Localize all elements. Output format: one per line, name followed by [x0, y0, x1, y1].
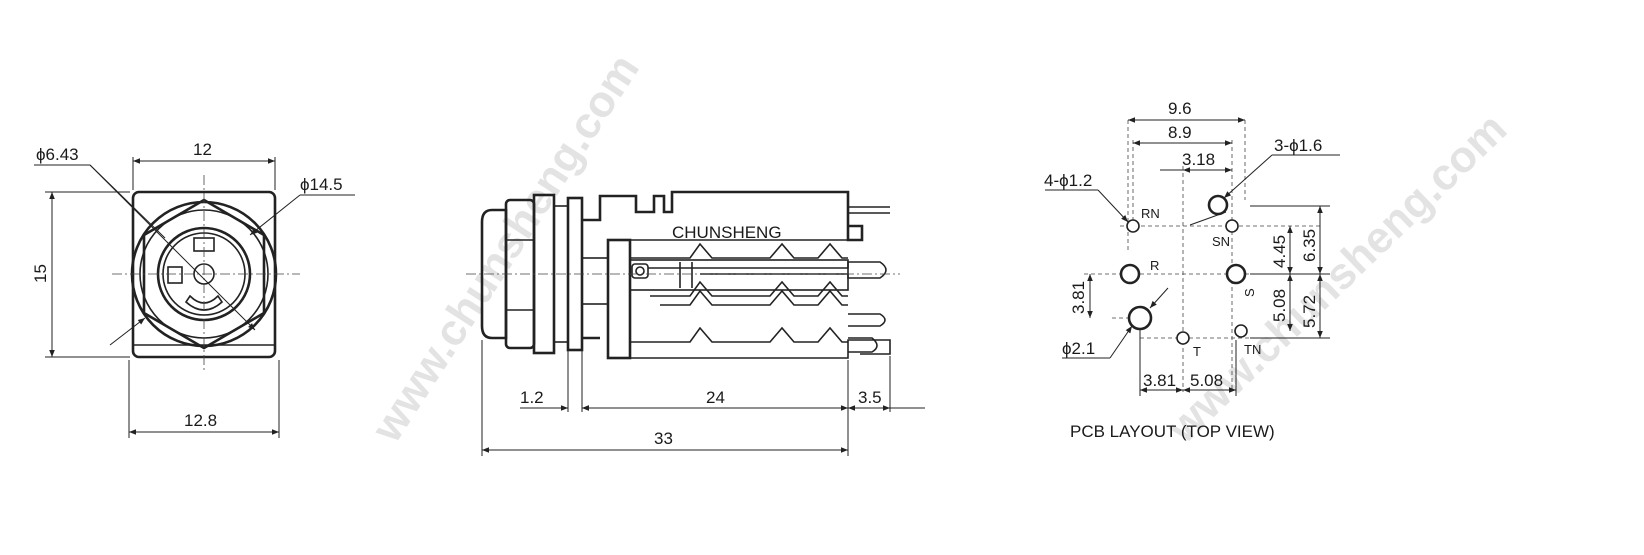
dim-h-508: 5.08: [1190, 371, 1223, 390]
pcb-layout: 9.6 8.9 3.18 3-ϕ1.6 4-ϕ1.2 ϕ2.1 RN SN R …: [1044, 99, 1340, 441]
front-view: ϕ6.43 12 ϕ14.5 15 12.8: [31, 140, 355, 438]
hole-large-1: [1207, 194, 1229, 216]
pin-label-s: S: [1242, 288, 1257, 297]
hole-r: [1119, 263, 1141, 285]
pin-label-r: R: [1150, 258, 1159, 273]
dim-phi-big: ϕ2.1: [1062, 339, 1095, 358]
pin-label-t: T: [1193, 344, 1201, 359]
pcb-caption: PCB LAYOUT (TOP VIEW): [1070, 422, 1275, 441]
dim-phi-inner: ϕ6.43: [36, 145, 79, 164]
side-body-top: [582, 190, 864, 242]
dim-w-outer: 9.6: [1168, 99, 1192, 118]
dim-v-572: 5.72: [1300, 295, 1319, 328]
dim-total: 33: [654, 429, 673, 448]
dim-body: 24: [706, 388, 725, 407]
hole-tn: [1234, 324, 1248, 338]
dim-v-381: 3.81: [1069, 281, 1088, 314]
dim-sn-offset: 3.18: [1182, 150, 1215, 169]
dim-flange: 1.2: [520, 388, 544, 407]
side-nut-face: [480, 208, 508, 340]
holes-small-label: 4-ϕ1.2: [1044, 171, 1092, 190]
pin-label-tn: TN: [1244, 342, 1261, 357]
pin-label-rn: RN: [1141, 206, 1160, 221]
pin-label-sn: SN: [1212, 234, 1230, 249]
dim-v-445: 4.45: [1270, 235, 1289, 268]
dim-v-635: 6.35: [1300, 229, 1319, 262]
brand-label: CHUNSHENG: [672, 223, 782, 242]
hole-t: [1176, 331, 1190, 345]
holes-large-label: 3-ϕ1.6: [1274, 136, 1322, 155]
dim-height: 15: [31, 264, 50, 283]
dim-w-inner: 8.9: [1168, 123, 1192, 142]
dim-width-top: 12: [193, 140, 212, 159]
side-view: CHUNSHENG 1.2 24 3.5 33: [466, 190, 925, 456]
hole-s: [1225, 263, 1247, 285]
hole-large-big: [1127, 305, 1153, 331]
dim-width-bottom: 12.8: [184, 411, 217, 430]
dim-pin: 3.5: [858, 388, 882, 407]
dim-h-381: 3.81: [1143, 371, 1176, 390]
dim-v-508: 5.08: [1270, 289, 1289, 322]
hole-sn: [1225, 219, 1239, 233]
hole-rn: [1126, 219, 1140, 233]
dim-phi-outer: ϕ14.5: [300, 175, 343, 194]
